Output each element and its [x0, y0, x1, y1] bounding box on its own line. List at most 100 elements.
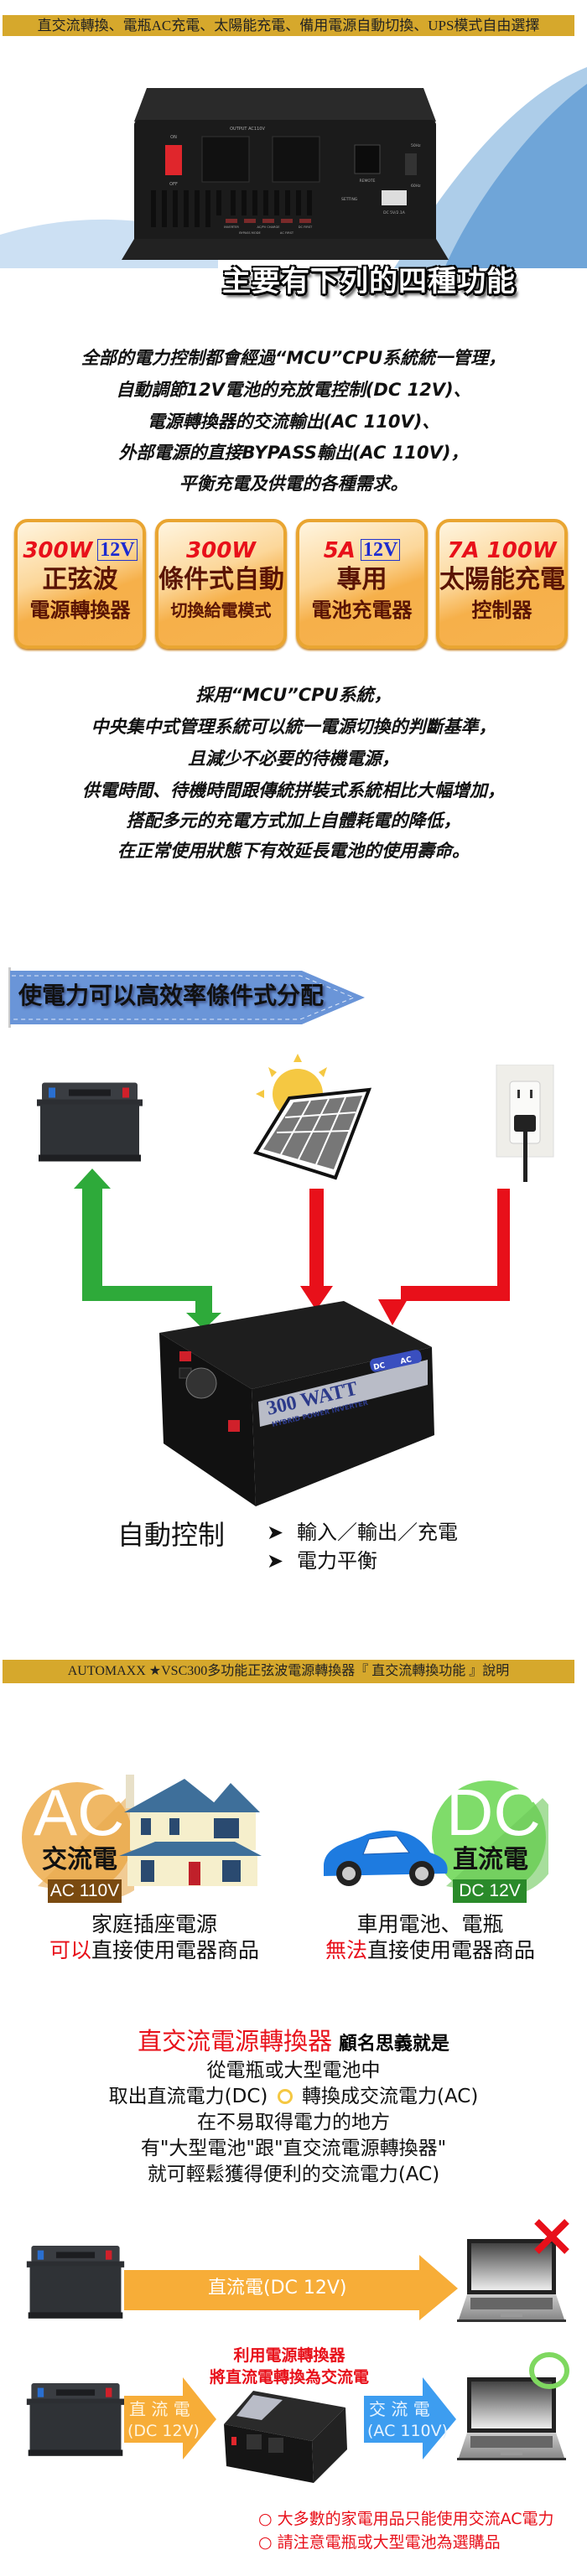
feature-title: 太陽能充電 — [439, 565, 565, 594]
led-label: BYPASS MODE — [239, 231, 261, 235]
arrow-bullet-icon: ➤ — [267, 1521, 284, 1544]
mcu-line: 在正常使用狀態下有效延長電池的使用壽命。 — [117, 841, 470, 861]
explain-line: 有"大型電池"跟"直交流電源轉換器" — [140, 2138, 447, 2159]
feature-spec: 7A 100W — [447, 538, 557, 563]
explain-title: 直交流電源轉換器 顧名思義就是 — [138, 2027, 449, 2055]
explain-line: 在不易取得電力的地方 — [197, 2112, 390, 2133]
remote-label: REMOTE — [360, 179, 376, 184]
feature-title: 條件式自動 — [158, 565, 284, 594]
converter-caption: 利用電源轉換器 — [233, 2346, 345, 2365]
feature-bullet: ➤電力平衡 — [267, 1549, 377, 1573]
ribbon-title: 使電力可以高效率條件式分配 — [18, 982, 325, 1009]
ribbon-banner — [8, 967, 365, 1028]
led-label: AC FIRST — [280, 231, 294, 235]
output-label: OUTPUT AC110V — [230, 127, 265, 132]
intro-line: 外部電源的直接BYPASS輸出(AC 110V)， — [118, 443, 469, 463]
dc-label: 直流電 — [453, 1845, 528, 1874]
auto-control-label: 自動控制 — [117, 1519, 226, 1551]
ac-desc-line2: 可以直接使用電器商品 — [49, 1938, 260, 1962]
yellow-circle-icon — [277, 2089, 293, 2104]
60hz-label: 60Hz — [411, 184, 421, 189]
ac-desc-line1: 家庭插座電源 — [91, 1912, 217, 1936]
intro-line: 全部的電力控制都會經過“MCU”CPU系統統一管理， — [81, 348, 506, 368]
mcu-line: 中央集中式管理系統可以統一電源切換的判斷基準， — [91, 717, 496, 737]
feature-volt-badge: 12V — [360, 539, 401, 561]
top-feature-banner: 直交流轉換、電瓶AC充電、太陽能充電、備用電源自動切換、UPS模式自由選擇 — [3, 15, 574, 36]
ac-output-label: (AC 110V) — [367, 2422, 449, 2440]
mcu-line: 供電時間、待機時間跟傳統拼裝式系統相比大幅增加， — [82, 780, 505, 801]
note-line: ○ 大多數的家電用品只能使用交流AC電力 — [258, 2510, 554, 2528]
ac-label: 交流電 — [42, 1845, 117, 1874]
50hz-label: 50Hz — [411, 143, 421, 148]
ac-output-arrow — [364, 2377, 456, 2459]
grid-input-arrow — [378, 1189, 510, 1325]
mcu-line: 採用“MCU”CPU系統， — [195, 685, 392, 705]
feature-title: 專用 — [336, 565, 387, 594]
feature-volt-badge: 12V — [97, 539, 138, 561]
dc-circle-badge — [432, 1780, 548, 1897]
battery-icon — [25, 2242, 126, 2321]
dc-arrow-label: 直流電(DC 12V) — [208, 2278, 347, 2299]
inverter-product-photo: 300 WATT HYBRID POWER INVERTER DC AC — [159, 1301, 434, 1506]
feature-spec: 300W — [23, 538, 93, 563]
green-check-ring-icon — [529, 2352, 569, 2389]
feature-spec: 300W — [186, 538, 256, 563]
converter-caption: 將直流電轉換為交流電 — [209, 2368, 369, 2387]
led-label: AC/PV CHARGE — [257, 225, 280, 229]
feature-subtitle: 電源轉換器 — [29, 599, 131, 622]
solar-input-arrow — [300, 1189, 333, 1310]
charge-arrow — [74, 1169, 221, 1329]
intro-line: 自動調節12V電池的充放電控制(DC 12V)、 — [116, 380, 471, 400]
led-label: DC FIRST — [299, 225, 313, 229]
dc-voltage-tag: DC 12V — [453, 1879, 527, 1903]
feature-subtitle: 控制器 — [471, 599, 532, 622]
setting-label: SETTING — [341, 197, 358, 202]
usb-label: DC 5V/2.1A — [383, 210, 406, 215]
dc-desc-line2: 無法直接使用電器商品 — [325, 1938, 536, 1962]
explain-line: 從電瓶或大型電池中 — [206, 2060, 381, 2081]
inverter-small-photo — [224, 2391, 347, 2483]
feature-spec: 5A — [323, 538, 356, 563]
ac-output-label: 交 流 電 — [369, 2399, 430, 2419]
feature-bullet: ➤輸入／輸出／充電 — [267, 1521, 458, 1544]
battery-icon — [35, 1078, 144, 1164]
ac-circle-badge — [22, 1782, 134, 1900]
dc-input-arrow — [124, 2377, 216, 2459]
power-flow-arrows — [74, 1169, 510, 1329]
dc-direct-arrow — [124, 2255, 458, 2320]
mcu-line: 且減少不必要的待機電源， — [188, 749, 399, 769]
solar-panel-icon — [252, 1054, 372, 1180]
dc-desc-line1: 車用電池、電瓶 — [356, 1912, 504, 1936]
explain-line: 取出直流電力(DC) 轉換成交流電力(AC) — [108, 2086, 479, 2107]
house-icon — [119, 1775, 262, 1886]
led-label: INVERTER — [224, 225, 239, 229]
arrow-bullet-icon: ➤ — [267, 1549, 284, 1573]
on-label: ON — [170, 135, 177, 140]
ac-big-text: AC — [34, 1775, 125, 1849]
feature-title: 正弦波 — [42, 565, 118, 594]
off-label: OFF — [169, 182, 178, 187]
feature-box-solar-controller: 7A 100W 太陽能充電 控制器 — [436, 519, 568, 649]
note-line: ○ 請注意電瓶或大型電池為選購品 — [258, 2533, 501, 2552]
dc-input-label: 直 流 電 — [129, 2399, 190, 2419]
red-x-icon — [534, 2219, 569, 2254]
mcu-line: 搭配多元的充電方式加上自體耗電的降低， — [126, 811, 461, 831]
ac-badge: AC — [400, 1355, 413, 1366]
wall-outlet-icon — [496, 1065, 554, 1182]
inverter-front-photo: ON OFF OUTPUT AC110V REMOTE 50Hz 60Hz DC… — [122, 88, 449, 260]
intro-line: 平衡充電及供電的各種需求。 — [179, 474, 408, 494]
dc-big-text: DC — [446, 1775, 541, 1849]
section-banner: AUTOMAXX ★VSC300多功能正弦波電源轉換器『 直交流轉換功能 』說明 — [3, 1660, 574, 1683]
explain-line: 就可輕鬆獲得便利的交流電力(AC) — [147, 2164, 440, 2185]
dc-badge: DC — [373, 1361, 387, 1372]
ac-voltage-tag: AC 110V — [48, 1879, 122, 1903]
dc-input-label: (DC 12V) — [127, 2422, 200, 2440]
intro-line: 電源轉換器的交流輸出(AC 110V)、 — [147, 412, 440, 432]
battery-icon — [25, 2380, 126, 2458]
car-icon — [324, 1830, 448, 1886]
feature-box-auto-switch: 300W 條件式自動 切換給電模式 — [155, 519, 287, 649]
hero-title: 主要有下列的四種功能 — [222, 265, 516, 298]
